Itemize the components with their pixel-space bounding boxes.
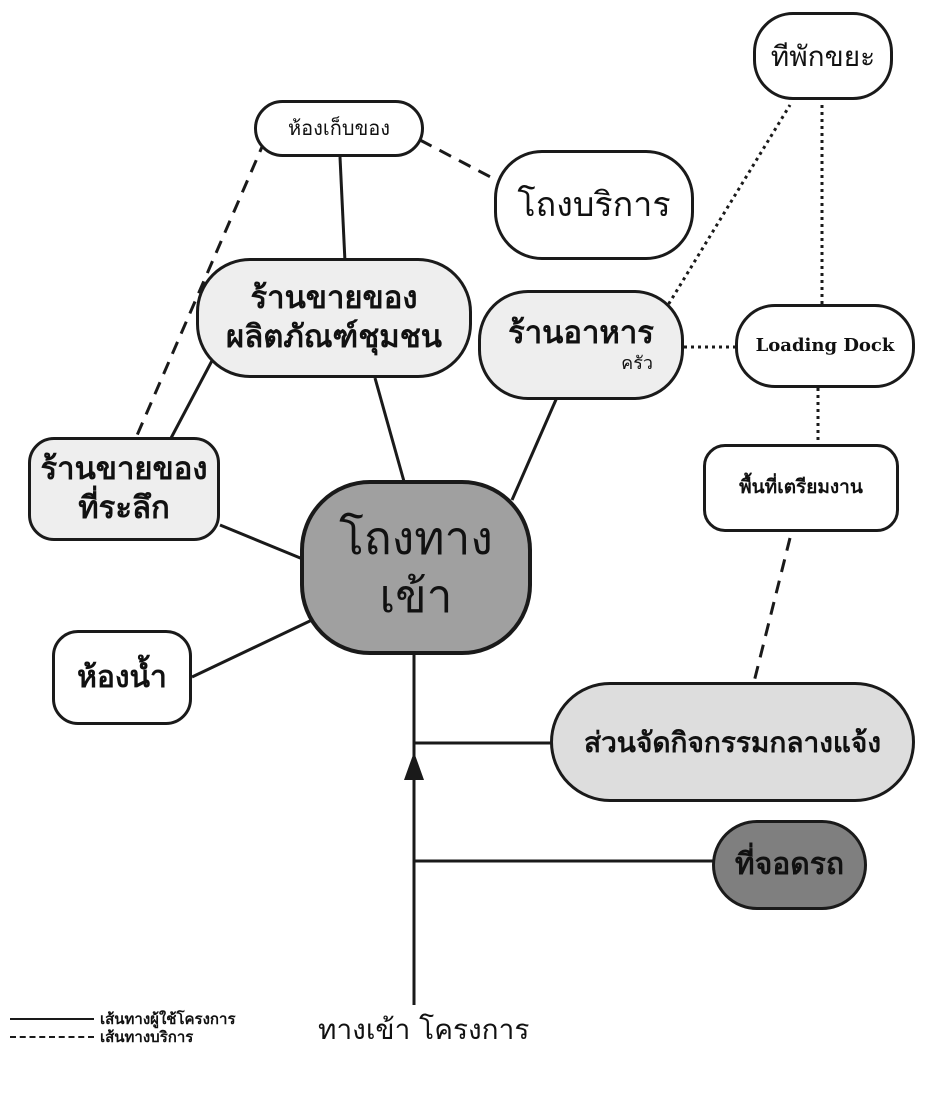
line-restaurant-to-entrance [510,394,560,501]
community-shop-node: ร้านขายของ ผลิตภัณฑ์ชุมชน [196,258,472,378]
restroom-label: ห้องน้ำ [77,659,167,695]
entrance-hall-node: โถงทางเข้า [300,480,532,655]
restaurant-node: ร้านอาหาร ครัว [478,290,684,400]
outdoor-activity-node: ส่วนจัดกิจกรรมกลางแจ้ง [550,682,915,802]
outdoor-activity-label: ส่วนจัดกิจกรรมกลางแจ้ง [583,725,882,759]
souvenir-shop-node: ร้านขายของ ที่ระลึก [28,437,220,541]
legend-user-route-text: เส้นทางผู้ใช้โครงการ [100,1010,236,1028]
community-shop-label-line1: ร้านขายของ [250,280,418,317]
loading-dock-node: Loading Dock [735,304,915,388]
restroom-node: ห้องน้ำ [52,630,192,725]
parking-label: ที่จอดรถ [734,847,845,883]
prep-area-node: พื้นที่เตรียมงาน [703,444,899,532]
project-entrance-label: ทางเข้า โครงการ [318,1013,530,1046]
souvenir-shop-label-line2: ที่ระลึก [78,490,170,526]
souvenir-shop-label-line1: ร้านขายของ [40,451,208,488]
entrance-arrow [404,752,424,780]
line-community-shop-to-souvenir [168,354,217,441]
service-line-restaurant-to-pickup [663,104,792,311]
community-shop-label-line2: ผลิตภัณฑ์ชุมชน [226,319,442,355]
service-building-label: โถงบริการ [517,184,671,225]
line-souvenir-to-entrance [219,523,311,564]
storage-room-label: ห้องเก็บของ [287,116,391,140]
line-community-shop-to-entrance [373,377,407,486]
loading-dock-label: Loading Dock [755,334,895,356]
service-building-node: โถงบริการ [494,150,694,260]
restaurant-label: ร้านอาหาร [508,315,654,352]
line-storage-to-community-shop [338,156,347,263]
pickup-point-node: ทีพักขยะ [753,12,893,100]
line-restroom-to-entrance [191,618,313,679]
legend-user-route-line [10,1018,94,1020]
entrance-hall-label: โถงทางเข้า [339,511,493,623]
prep-area-label: พื้นที่เตรียมงาน [739,476,863,499]
pickup-point-label: ทีพักขยะ [770,39,876,73]
legend-service-route-line [10,1036,94,1038]
legend-service-route-text: เส้นทางบริการ [100,1028,194,1046]
storage-room-node: ห้องเก็บของ [254,100,424,157]
parking-node: ที่จอดรถ [712,820,867,910]
service-line-prep-to-activity [750,537,792,691]
service-line-storage-to-service [419,138,501,184]
kitchen-label: ครัว [621,353,653,375]
